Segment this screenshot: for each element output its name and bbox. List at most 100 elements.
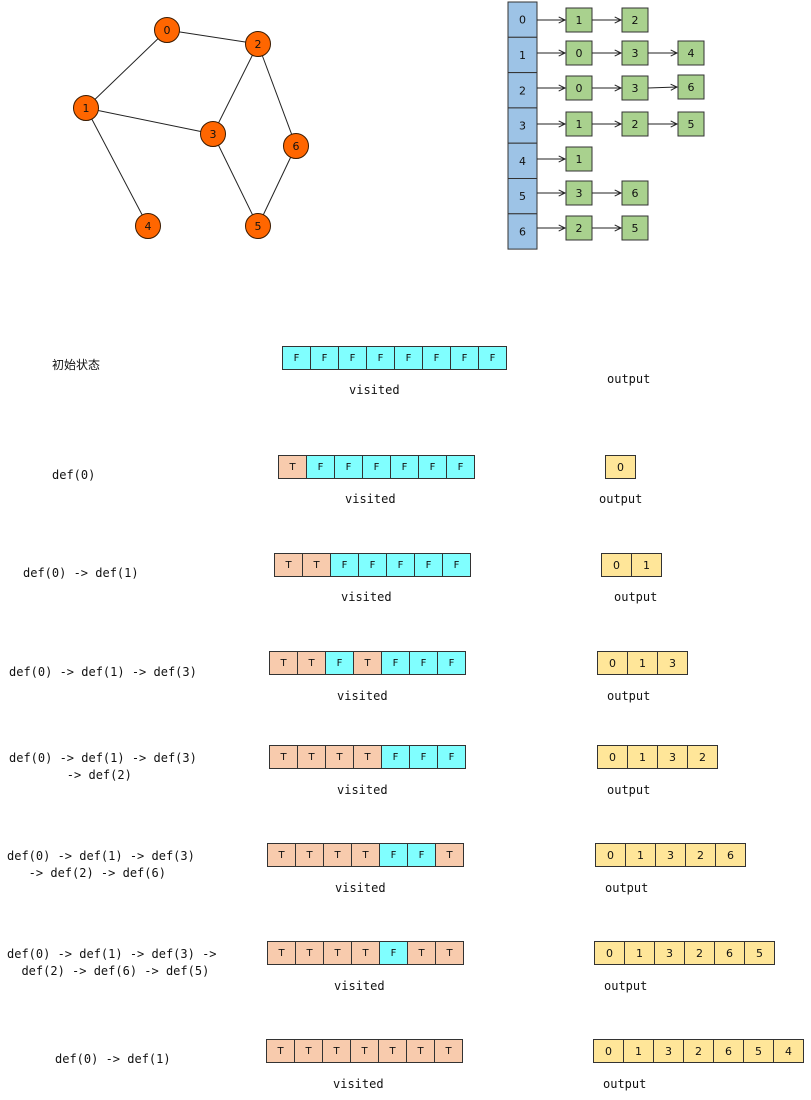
adjacency-neighbor-node <box>621 7 649 33</box>
output-cell: 1 <box>627 651 658 675</box>
output-caption: output <box>604 979 648 993</box>
adjacency-neighbor-label: 1 <box>576 153 583 166</box>
graph-node-5: 5 <box>245 213 271 239</box>
graph-edge-0-2 <box>166 29 259 45</box>
output-cell: 5 <box>744 941 775 965</box>
visited-cell: F <box>450 346 479 370</box>
visited-cell: F <box>379 843 408 867</box>
adjacency-arrow <box>647 86 678 89</box>
visited-cell: F <box>325 651 354 675</box>
visited-cell: T <box>435 843 464 867</box>
visited-caption: visited <box>341 590 392 604</box>
adjacency-neighbor-node <box>621 215 649 241</box>
output-cell: 3 <box>657 745 688 769</box>
visited-caption: visited <box>345 492 396 506</box>
visited-cell: T <box>266 1039 295 1063</box>
visited-cell: T <box>294 1039 323 1063</box>
adjacency-neighbor-node <box>565 215 593 241</box>
adjacency-arrowhead <box>670 120 679 128</box>
adjacency-arrowhead <box>558 84 567 92</box>
output-caption: output <box>607 783 651 797</box>
output-cell: 0 <box>597 745 628 769</box>
adjacency-index-cell <box>507 178 538 215</box>
output-caption: output <box>607 689 651 703</box>
visited-cell: T <box>378 1039 407 1063</box>
visited-cell: T <box>278 455 307 479</box>
output-caption: output <box>599 492 643 506</box>
visited-cell: F <box>362 455 391 479</box>
adjacency-arrowhead <box>558 189 567 197</box>
visited-cell: F <box>442 553 471 577</box>
visited-cell: F <box>394 346 423 370</box>
step-call-label: 初始状态 <box>52 358 101 372</box>
graph-node-label: 5 <box>255 220 262 233</box>
adjacency-neighbor-label: 5 <box>688 118 695 131</box>
adjacency-neighbor-node <box>565 146 593 172</box>
output-cell: 2 <box>683 1039 714 1063</box>
step-call-label: def(0) -> def(1) -> def(3) -> def(2) <box>9 751 197 782</box>
adjacency-arrowhead <box>614 224 623 232</box>
visited-caption: visited <box>337 783 388 797</box>
adjacency-neighbor-node <box>565 75 593 101</box>
visited-cell: F <box>306 455 335 479</box>
step-call-label: def(0) <box>52 468 96 482</box>
adjacency-neighbor-node <box>621 111 649 137</box>
visited-cell: F <box>338 346 367 370</box>
output-cell: 3 <box>657 651 688 675</box>
adjacency-arrowhead <box>614 49 623 57</box>
visited-cell: T <box>323 843 352 867</box>
adjacency-neighbor-label: 2 <box>632 14 639 27</box>
adjacency-neighbor-label: 1 <box>576 14 583 27</box>
visited-cell: F <box>366 346 395 370</box>
visited-cell: T <box>269 651 298 675</box>
visited-cell: T <box>302 553 331 577</box>
visited-cell: F <box>418 455 447 479</box>
adjacency-index-label: 1 <box>519 49 526 62</box>
graph-node-label: 3 <box>210 128 217 141</box>
visited-cell: F <box>282 346 311 370</box>
adjacency-arrowhead <box>558 16 567 24</box>
adjacency-arrowhead <box>558 120 567 128</box>
adjacency-neighbor-label: 1 <box>576 118 583 131</box>
adjacency-neighbor-node <box>565 111 593 137</box>
visited-cell: T <box>322 1039 351 1063</box>
graph-edge-0-1 <box>85 29 168 109</box>
graph-edge-1-3 <box>85 107 214 135</box>
adjacency-arrowhead <box>614 16 623 24</box>
visited-cell: F <box>407 843 436 867</box>
adjacency-index-label: 4 <box>519 155 526 168</box>
output-cell: 2 <box>687 745 718 769</box>
output-array: 0 <box>605 455 636 479</box>
graph-edge-5-6 <box>257 145 297 227</box>
adjacency-index-label: 5 <box>519 190 526 203</box>
adjacency-neighbor-node <box>677 40 705 66</box>
output-cell: 3 <box>655 843 686 867</box>
adjacency-arrowhead <box>614 189 623 197</box>
visited-cell: F <box>334 455 363 479</box>
adjacency-neighbor-label: 3 <box>632 47 639 60</box>
visited-cell: F <box>437 745 466 769</box>
visited-cell: F <box>310 346 339 370</box>
visited-cell: T <box>295 941 324 965</box>
graph-node-label: 2 <box>255 38 262 51</box>
output-cell: 6 <box>715 843 746 867</box>
visited-cell: T <box>297 651 326 675</box>
visited-cell: T <box>407 941 436 965</box>
output-cell: 0 <box>594 941 625 965</box>
visited-cell: F <box>390 455 419 479</box>
adjacency-index-cell <box>507 72 538 109</box>
visited-cell: T <box>269 745 298 769</box>
adjacency-index-label: 2 <box>519 84 526 97</box>
step-call-label: def(0) -> def(1) <box>23 566 139 580</box>
adjacency-neighbor-node <box>677 111 705 137</box>
output-cell: 0 <box>597 651 628 675</box>
adjacency-index-cell <box>507 213 538 250</box>
